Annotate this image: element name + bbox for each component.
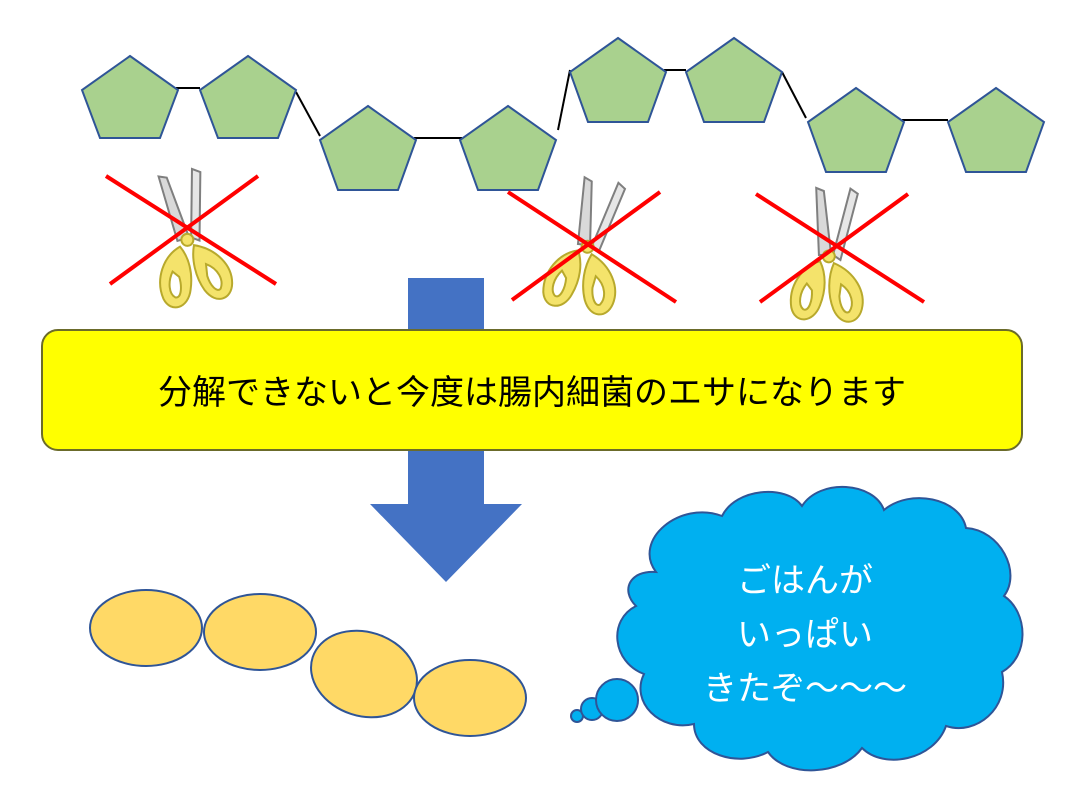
chain-link [781, 71, 807, 119]
sugar-unit-pentagon [80, 54, 180, 139]
thought-bubble: ごはんが いっぱい きたぞ〜〜〜 [570, 485, 1024, 772]
cloud-text: ごはんが いっぱい きたぞ〜〜〜 [703, 561, 907, 709]
scissors-icon [787, 181, 880, 329]
scissors-crossed-1 [104, 165, 278, 310]
sugar-unit-pentagon [318, 104, 418, 191]
sugar-unit-pentagon [684, 36, 784, 123]
thought-dot [595, 678, 639, 722]
bacterium-oval [310, 629, 418, 719]
cross-out-icon [104, 174, 278, 286]
cloud-line-1: ごはんが [737, 561, 873, 601]
chain-link [295, 91, 321, 137]
sugar-unit-pentagon [806, 86, 906, 173]
cross-out-icon [754, 192, 926, 304]
sugar-unit-pentagon [198, 54, 298, 139]
polysaccharide-chain [80, 36, 1046, 191]
gut-bacteria [89, 589, 527, 737]
scissors-crossed-2 [506, 169, 678, 323]
cloud-line-3: きたぞ〜〜〜 [703, 669, 907, 709]
sugar-unit-pentagon [568, 36, 668, 123]
thought-cloud [616, 485, 1024, 772]
bacterium-oval [413, 659, 527, 737]
chain-link [557, 69, 571, 131]
message-banner: 分解できないと今度は腸内細菌のエサになります [41, 329, 1023, 451]
sugar-unit-pentagon [458, 104, 558, 191]
scissors-icon [147, 165, 236, 310]
banner-text: 分解できないと今度は腸内細菌のエサになります [158, 373, 906, 413]
cross-out-icon [506, 190, 678, 304]
polysaccharide-chain-links [176, 69, 948, 139]
sugar-unit-pentagon [946, 86, 1046, 173]
scissors-crossed-3 [754, 181, 926, 329]
bacterium-oval [203, 593, 317, 671]
bacterium-oval [89, 589, 203, 667]
cloud-line-2: いっぱい [737, 615, 873, 655]
